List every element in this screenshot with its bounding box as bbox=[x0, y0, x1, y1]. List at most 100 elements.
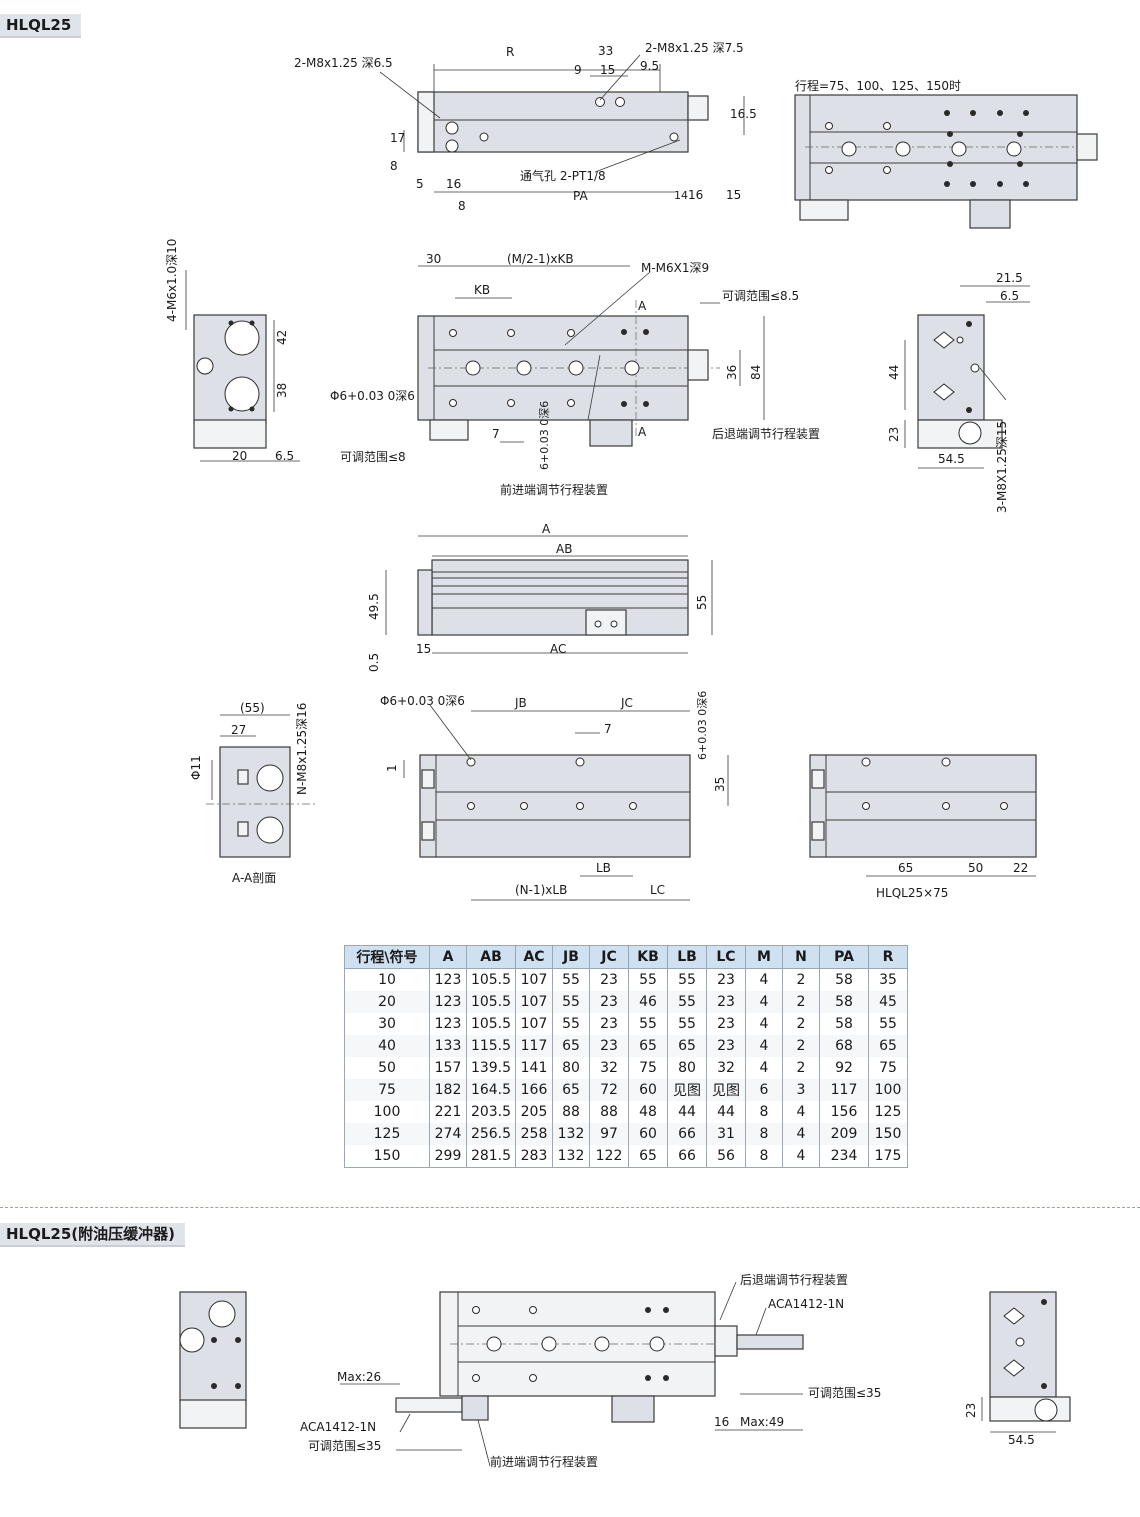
body-model-75 bbox=[809, 754, 1037, 858]
spec-table-cell: 见图 bbox=[667, 1079, 707, 1101]
spec-table-cell: 107 bbox=[515, 991, 553, 1013]
spec-table-cell: 2 bbox=[782, 968, 820, 991]
spec-table-cell: 139.5 bbox=[466, 1057, 516, 1079]
body-a-a-section bbox=[219, 746, 291, 858]
dim-MKB: (M/2-1)xKB bbox=[507, 252, 574, 266]
spec-table-header-cell: R bbox=[868, 945, 908, 969]
label-section-caption: A-A剖面 bbox=[232, 871, 276, 885]
spec-table-cell: 100 bbox=[868, 1079, 908, 1101]
spec-table-cell: 65 bbox=[667, 1035, 707, 1057]
dim-54-5: 54.5 bbox=[938, 452, 965, 466]
spec-table-cell: 30 bbox=[344, 1013, 430, 1035]
spec-table-cell: 55 bbox=[552, 991, 590, 1013]
view-buffer-right bbox=[981, 1291, 1071, 1433]
dim-50: 50 bbox=[968, 861, 983, 875]
spec-table-cell: 23 bbox=[589, 991, 629, 1013]
label-b-front-adjust: 前进端调节行程装置 bbox=[490, 1454, 598, 1469]
spec-table-cell: 132 bbox=[552, 1145, 590, 1168]
spec-table-cell: 2 bbox=[782, 1013, 820, 1035]
spec-table-cell: 150 bbox=[868, 1123, 908, 1145]
spec-table-cell: 58 bbox=[819, 1013, 869, 1035]
view-top-right bbox=[794, 94, 1098, 229]
dim-JB: JB bbox=[514, 696, 527, 710]
dim-LB: LB bbox=[596, 861, 611, 875]
label-pin-hole: Φ6+0.03 0深6 bbox=[330, 389, 415, 403]
dim-55p: (55) bbox=[240, 701, 265, 715]
spec-table-cell: 123 bbox=[429, 968, 467, 991]
spec-table-cell: 58 bbox=[819, 968, 869, 991]
spec-table-cell: 156 bbox=[819, 1101, 869, 1123]
spec-table-cell: 65 bbox=[628, 1145, 668, 1168]
spec-table-cell: 132 bbox=[552, 1123, 590, 1145]
spec-table-cell: 66 bbox=[667, 1123, 707, 1145]
dim-44: 44 bbox=[887, 365, 901, 380]
dim-84: 84 bbox=[749, 365, 763, 380]
dim-65: 65 bbox=[898, 861, 913, 875]
dim-21-5: 21.5 bbox=[996, 271, 1023, 285]
spec-table-cell: 125 bbox=[868, 1101, 908, 1123]
spec-table-cell: 56 bbox=[706, 1145, 746, 1168]
view-middle-plan bbox=[417, 265, 765, 447]
spec-table-cell: 23 bbox=[706, 991, 746, 1013]
dim-55: 55 bbox=[695, 595, 709, 610]
spec-table-cell: 55 bbox=[667, 1013, 707, 1035]
dim-7b: 7 bbox=[604, 722, 612, 736]
spec-table-cell: 150 bbox=[344, 1145, 430, 1168]
spec-table-cell: 55 bbox=[628, 1013, 668, 1035]
spec-table-cell: 274 bbox=[429, 1123, 467, 1145]
dim-8v: 8 bbox=[390, 159, 398, 173]
spec-table-cell: 2 bbox=[782, 1035, 820, 1057]
spec-table-cell: 8 bbox=[745, 1145, 783, 1168]
spec-table-cell: 75 bbox=[628, 1057, 668, 1079]
dim-R: R bbox=[506, 45, 514, 59]
body-side-elevation bbox=[431, 559, 689, 636]
dim-KB: KB bbox=[474, 283, 490, 297]
spec-table-cell: 48 bbox=[628, 1101, 668, 1123]
label-mid-thread: M-M6X1深9 bbox=[641, 261, 709, 275]
spec-table-header-cell: AC bbox=[515, 945, 553, 969]
spec-table-cell: 44 bbox=[706, 1101, 746, 1123]
spec-table-cell: 35 bbox=[868, 968, 908, 991]
dim-33: 33 bbox=[598, 44, 613, 58]
view-side-elevation bbox=[385, 535, 713, 654]
dim-1: 1 bbox=[385, 764, 399, 772]
dim-15c: 15 bbox=[416, 642, 431, 656]
spec-table-cell: 107 bbox=[515, 1013, 553, 1035]
spec-table-cell: 80 bbox=[667, 1057, 707, 1079]
spec-table-cell: 58 bbox=[819, 991, 869, 1013]
label-b-max26: Max:26 bbox=[337, 1370, 381, 1384]
dim-9-5: 9.5 bbox=[640, 59, 659, 73]
label-b-adj35-l: 可调范围≤35 bbox=[308, 1439, 381, 1453]
spec-table-cell: 100 bbox=[344, 1101, 430, 1123]
view-model-75 bbox=[809, 754, 1037, 877]
dim-38: 38 bbox=[275, 383, 289, 398]
label-b-adj35-r: 可调范围≤35 bbox=[808, 1386, 881, 1400]
spec-table-cell: 10 bbox=[344, 968, 430, 991]
dim-9: 9 bbox=[574, 63, 582, 77]
dim-PA: PA bbox=[573, 189, 588, 203]
spec-table-header-cell: AB bbox=[466, 945, 516, 969]
label-section-thread: N-M8x1.25深16 bbox=[295, 703, 309, 795]
spec-table-cell: 3 bbox=[782, 1079, 820, 1101]
spec-table-cell: 205 bbox=[515, 1101, 553, 1123]
spec-table-cell: 8 bbox=[745, 1123, 783, 1145]
label-b-16: 16 bbox=[714, 1415, 729, 1429]
spec-table-cell: 299 bbox=[429, 1145, 467, 1168]
spec-table-cell: 4 bbox=[745, 1035, 783, 1057]
label-top-right-thread: 2-M8x1.25 深7.5 bbox=[645, 41, 744, 55]
spec-table-cell: 2 bbox=[782, 1057, 820, 1079]
spec-table-header-cell: LB bbox=[667, 945, 707, 969]
dim-NLB: (N-1)xLB bbox=[515, 883, 567, 897]
spec-table-cell: 117 bbox=[819, 1079, 869, 1101]
label-section-a: A bbox=[638, 299, 647, 313]
spec-table-header-cell: M bbox=[745, 945, 783, 969]
spec-table-cell: 122 bbox=[589, 1145, 629, 1168]
dim-LC: LC bbox=[650, 883, 665, 897]
dim-22: 22 bbox=[1013, 861, 1028, 875]
dim-35: 35 bbox=[713, 777, 727, 792]
spec-table-header-cell: A bbox=[429, 945, 467, 969]
spec-table-cell: 4 bbox=[745, 1057, 783, 1079]
